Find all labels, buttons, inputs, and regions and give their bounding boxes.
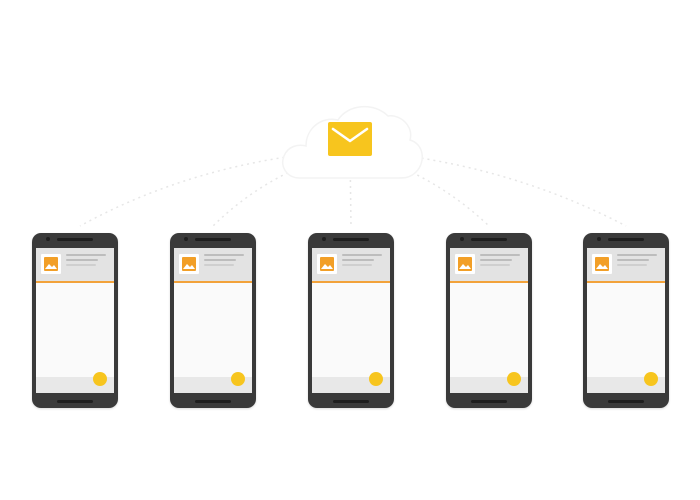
notification-text-line (66, 254, 106, 256)
phone-5 (583, 233, 669, 408)
phone-camera (460, 237, 464, 241)
image-icon (458, 257, 472, 271)
phone-speaker (608, 238, 644, 241)
notification-text-line (342, 259, 374, 261)
notification-text-line (204, 264, 234, 266)
notification-thumbnail (455, 254, 475, 274)
notification-text-line (204, 254, 244, 256)
phone-camera (46, 237, 50, 241)
image-icon (320, 257, 334, 271)
phone-screen (36, 248, 114, 393)
phone-camera (322, 237, 326, 241)
image-icon (595, 257, 609, 271)
notification-text-line (480, 254, 520, 256)
phone-camera (184, 237, 188, 241)
notification-card[interactable] (450, 248, 528, 283)
floating-action-button[interactable] (231, 372, 245, 386)
phone-bottom-speaker (333, 400, 369, 403)
floating-action-button[interactable] (93, 372, 107, 386)
phone-screen (312, 248, 390, 393)
floating-action-button[interactable] (507, 372, 521, 386)
phone-bottom-speaker (471, 400, 507, 403)
phone-3 (308, 233, 394, 408)
notification-text-line (617, 264, 647, 266)
notification-text-line (617, 259, 649, 261)
phone-speaker (195, 238, 231, 241)
phone-bottom-speaker (195, 400, 231, 403)
phone-bottom-speaker (608, 400, 644, 403)
phone-screen (587, 248, 665, 393)
floating-action-button[interactable] (644, 372, 658, 386)
phone-1 (32, 233, 118, 408)
phone-screen (174, 248, 252, 393)
phone-camera (597, 237, 601, 241)
notification-text-line (480, 264, 510, 266)
phone-4 (446, 233, 532, 408)
floating-action-button[interactable] (369, 372, 383, 386)
notification-thumbnail (179, 254, 199, 274)
phone-2 (170, 233, 256, 408)
image-icon (182, 257, 196, 271)
notification-card[interactable] (174, 248, 252, 283)
notification-text-line (480, 259, 512, 261)
envelope-icon (328, 122, 372, 156)
notification-card[interactable] (36, 248, 114, 283)
phone-screen (450, 248, 528, 393)
notification-thumbnail (317, 254, 337, 274)
phone-speaker (333, 238, 369, 241)
notification-thumbnail (41, 254, 61, 274)
notification-card[interactable] (312, 248, 390, 283)
notification-thumbnail (592, 254, 612, 274)
image-icon (44, 257, 58, 271)
notification-text-line (342, 254, 382, 256)
phone-speaker (471, 238, 507, 241)
notification-text-line (66, 259, 98, 261)
notification-text-line (617, 254, 657, 256)
notification-text-line (342, 264, 372, 266)
notification-text-line (66, 264, 96, 266)
phone-bottom-speaker (57, 400, 93, 403)
notification-card[interactable] (587, 248, 665, 283)
notification-text-line (204, 259, 236, 261)
phone-speaker (57, 238, 93, 241)
